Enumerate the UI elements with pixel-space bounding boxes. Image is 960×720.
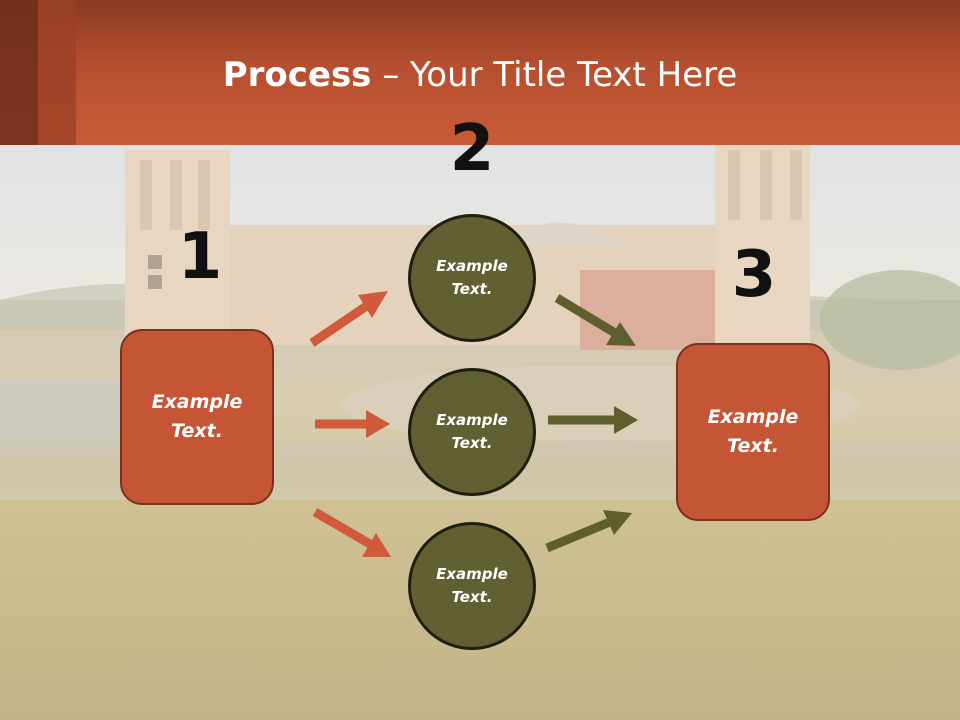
step-1-text-line1: Example	[151, 391, 243, 413]
circle-middle-text: Example Text.	[436, 409, 508, 455]
step-number-2: 2	[449, 112, 495, 186]
step-3-text-line2: Text.	[727, 435, 779, 457]
title-bold: Process	[222, 55, 372, 95]
slide-title: Process – Your Title Text Here	[0, 54, 960, 96]
step-number-1: 1	[177, 220, 223, 294]
header-accent-block	[38, 0, 76, 145]
arrow-right-head	[366, 410, 390, 438]
arrow-up-right-olive	[545, 517, 612, 553]
circle-top-line2: Text.	[451, 280, 493, 298]
step-1-text-line2: Text.	[171, 420, 223, 442]
arrow-down-right-head	[362, 533, 391, 557]
header-band: Process – Your Title Text Here	[0, 0, 960, 145]
arrow-down-right-olive-head	[606, 322, 636, 346]
circle-bottom-text: Example Text.	[436, 563, 508, 609]
arrow-up-right-olive-head	[603, 510, 632, 535]
step-3-text: Example Text.	[708, 403, 799, 461]
arrow-up-right	[309, 301, 371, 347]
step-2-circle-bottom: Example Text.	[408, 522, 536, 650]
circle-middle-line1: Example	[436, 411, 508, 429]
circle-bottom-line2: Text.	[451, 588, 493, 606]
step-2-circle-top: Example Text.	[408, 214, 536, 342]
arrow-right-olive-head	[614, 406, 638, 434]
header-accent-block	[0, 0, 38, 145]
step-1-box: Example Text.	[120, 329, 274, 505]
arrow-up-right-head	[358, 291, 388, 318]
step-3-text-line1: Example	[707, 406, 799, 428]
step-1-text: Example Text.	[152, 388, 243, 446]
circle-middle-line2: Text.	[451, 434, 493, 452]
title-rest: – Your Title Text Here	[371, 55, 738, 95]
step-number-3: 3	[731, 238, 777, 312]
circle-top-text: Example Text.	[436, 255, 508, 301]
arrow-down-right	[312, 508, 373, 548]
arrow-down-right-olive	[554, 294, 618, 337]
step-2-circle-middle: Example Text.	[408, 368, 536, 496]
circle-top-line1: Example	[436, 257, 508, 275]
circle-bottom-line1: Example	[436, 565, 508, 583]
step-3-box: Example Text.	[676, 343, 830, 521]
